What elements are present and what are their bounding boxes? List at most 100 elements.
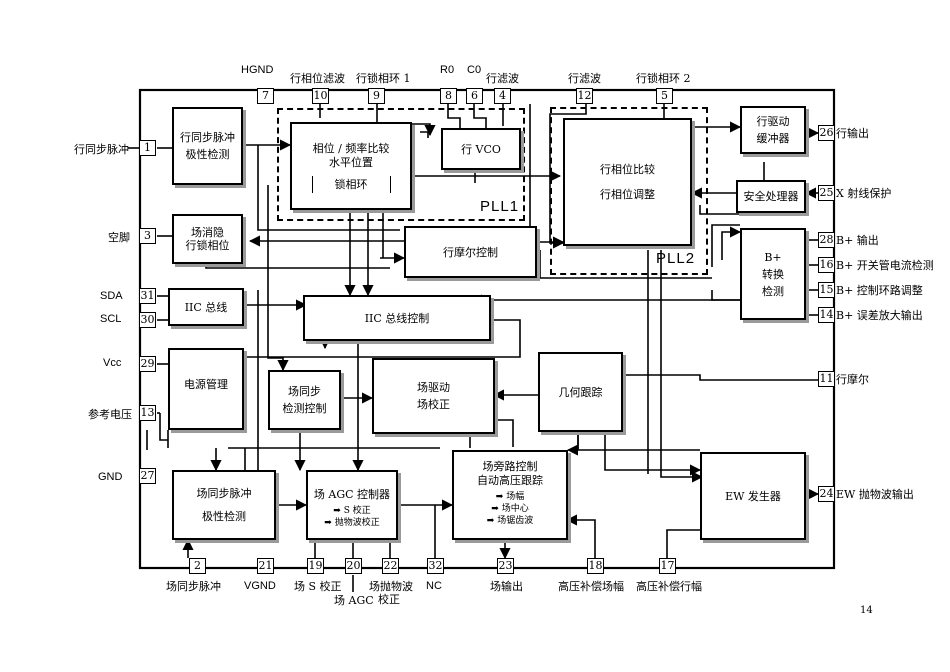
phase-freq-line1: 相位 / 频率比较 — [312, 142, 390, 155]
field-agc-label: 场 AGC 控制器 — [313, 488, 391, 501]
label-gnd: GND — [98, 471, 123, 483]
pin-20: 20 — [345, 558, 362, 574]
label-c0: C0 — [467, 64, 482, 76]
pin-7: 7 — [257, 88, 274, 104]
h-vco-label: 行 VCO — [461, 142, 501, 156]
pin-15: 15 — [818, 282, 835, 298]
field-drive-line1: 场驱动 — [417, 381, 450, 394]
pin-25: 25 — [818, 185, 835, 201]
label-pin26: 行输出 — [836, 127, 869, 140]
power-mgmt-label: 电源管理 — [184, 378, 228, 391]
label-pin22b: 校正 — [378, 593, 400, 606]
field-sync-detect-block: 场同步 检测控制 — [268, 370, 341, 430]
pin-1: 1 — [139, 140, 156, 156]
label-pin11: 行摩尔 — [836, 373, 869, 386]
field-sync-detect-line2: 检测控制 — [282, 402, 327, 415]
field-bypass-block: 场旁路控制 自动高压跟踪 场幅 场中心 场锯齿波 — [452, 450, 568, 540]
h-sync-polarity-line1: 行同步脉冲 — [180, 131, 235, 144]
phase-freq-compare-block: 相位 / 频率比较 水平位置 锁相环 — [290, 122, 412, 210]
label-hgnd: HGND — [241, 64, 274, 76]
ew-generator-block: EW 发生器 — [700, 452, 806, 540]
b-plus-line1: B+ — [764, 250, 782, 264]
h-phase-compare-line2: 行相位调整 — [600, 188, 655, 201]
field-bypass-sub1: 场幅 — [496, 491, 524, 503]
v-sync-polarity-block: 场同步脉冲 极性检测 — [172, 470, 276, 540]
h-phase-compare-line1: 行相位比较 — [600, 163, 655, 176]
b-plus-detect-block: B+ 转换 检测 — [740, 228, 806, 320]
page-number: 14 — [860, 605, 873, 616]
pin-19: 19 — [307, 558, 324, 574]
h-phase-compare-block: 行相位比较 行相位调整 — [563, 118, 692, 246]
label-pin4: 行滤波 — [486, 72, 519, 85]
field-bypass-sub3: 场锯齿波 — [487, 515, 533, 527]
pin-10: 10 — [312, 88, 329, 104]
pin-23: 23 — [497, 558, 514, 574]
field-bypass-line2: 自动高压跟踪 — [477, 474, 543, 487]
field-agc-block: 场 AGC 控制器 S 校正 抛物波校正 — [306, 470, 398, 540]
h-drive-buffer-block: 行驱动 缓冲器 — [740, 106, 806, 154]
geometry-tracking-block: 几何跟踪 — [538, 352, 623, 432]
pin-26: 26 — [818, 125, 835, 141]
pin-8: 8 — [440, 88, 457, 104]
h-drive-buffer-line2: 缓冲器 — [756, 132, 790, 145]
field-drive-line2: 场校正 — [417, 398, 450, 411]
pin-31: 31 — [139, 288, 156, 304]
label-pin32: NC — [426, 580, 442, 592]
field-bypass-sub2: 场中心 — [491, 503, 529, 515]
label-scl: SCL — [100, 313, 122, 325]
label-pin13: 参考电压 — [88, 408, 132, 421]
label-sda: SDA — [100, 290, 123, 302]
h-moire-block: 行摩尔控制 — [404, 226, 537, 278]
label-pin10: 行相位滤波 — [290, 72, 345, 85]
label-vgnd: VGND — [244, 580, 276, 592]
v-sync-polarity-line2: 极性检测 — [202, 510, 246, 523]
pin-17: 17 — [659, 558, 676, 574]
pin-29: 29 — [139, 356, 156, 372]
pll2-label: PLL2 — [656, 250, 696, 267]
label-pin19: 场 S 校正 — [294, 580, 342, 593]
label-pin28: B+ 输出 — [836, 234, 879, 247]
label-pin24: EW 抛物波输出 — [836, 488, 914, 501]
h-drive-buffer-line1: 行驱动 — [756, 115, 790, 128]
iic-bus-control-label: IIC 总线控制 — [364, 311, 430, 325]
pin-18: 18 — [587, 558, 604, 574]
pin-27: 27 — [139, 468, 156, 484]
field-blank-line2: 行锁相位 — [185, 239, 230, 252]
pin-16: 16 — [818, 257, 835, 273]
pin-2: 2 — [189, 558, 206, 574]
label-pin5: 行锁相环 2 — [636, 72, 691, 85]
field-sync-detect-line1: 场同步 — [288, 385, 321, 398]
h-vco-block: 行 VCO — [441, 128, 521, 170]
label-pin20: 场 AGC — [334, 594, 374, 607]
label-pin15: B+ 控制环路调整 — [836, 284, 923, 297]
pin-30: 30 — [139, 312, 156, 328]
b-plus-line2: 转换 — [762, 267, 784, 281]
h-sync-polarity-block: 行同步脉冲 极性检测 — [172, 107, 243, 185]
pin-3: 3 — [139, 228, 156, 244]
h-moire-label: 行摩尔控制 — [443, 245, 498, 259]
label-pin23: 场输出 — [490, 580, 523, 593]
label-pin1: 行同步脉冲 — [74, 143, 129, 156]
phase-freq-line2: 水平位置 — [329, 156, 373, 169]
label-pin14: B+ 误差放大输出 — [836, 309, 923, 322]
field-agc-sub1: S 校正 — [333, 505, 371, 517]
iic-bus-control-block: IIC 总线控制 — [303, 295, 491, 341]
field-drive-block: 场驱动 场校正 — [372, 358, 495, 434]
geometry-tracking-label: 几何跟踪 — [558, 385, 603, 399]
field-agc-sub2: 抛物波校正 — [324, 517, 380, 529]
iic-bus-block: IIC 总线 — [168, 288, 244, 326]
iic-bus-label: IIC 总线 — [184, 300, 228, 314]
label-pin25: X 射线保护 — [836, 187, 892, 200]
pin-12: 12 — [576, 88, 593, 104]
pin-21: 21 — [257, 558, 274, 574]
safety-processor-block: 安全处理器 — [736, 180, 806, 213]
pin-22: 22 — [382, 558, 399, 574]
label-vcc: Vcc — [103, 357, 122, 369]
ew-generator-label: EW 发生器 — [725, 489, 781, 503]
pin-28: 28 — [818, 232, 835, 248]
label-pin17: 高压补偿行幅 — [636, 580, 702, 593]
pin-13: 13 — [139, 405, 156, 421]
label-pin9: 行锁相环 1 — [356, 72, 411, 85]
field-blank-line1: 场消隐 — [191, 226, 224, 239]
pll2-region — [550, 107, 708, 275]
